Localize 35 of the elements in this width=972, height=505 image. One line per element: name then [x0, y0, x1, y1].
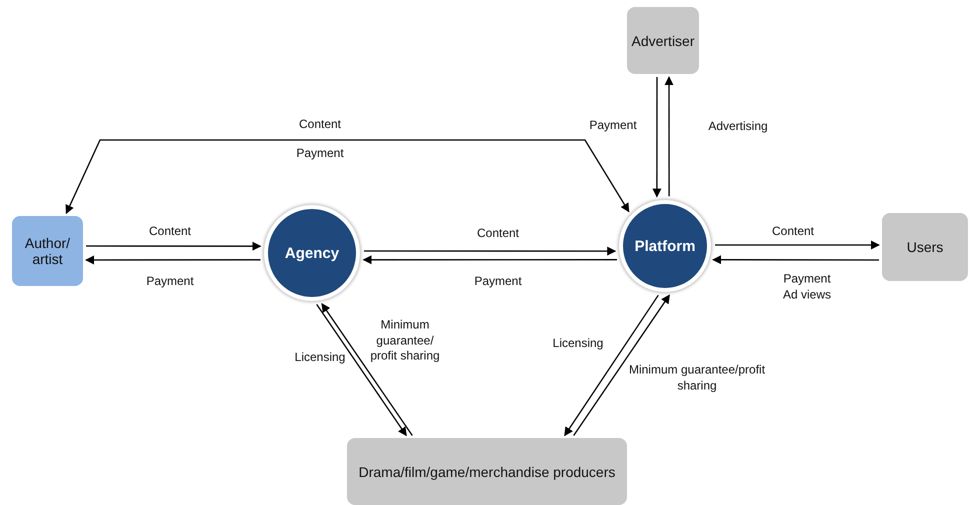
edge-label: Content: [476, 226, 520, 242]
entity-box: [12, 216, 83, 286]
arrow: [715, 240, 880, 250]
edge-label: Content: [148, 224, 192, 240]
edge-label: Licensing: [552, 336, 604, 352]
edge-label: Payment: [473, 274, 523, 290]
entity-box: [627, 7, 699, 74]
arrow: [564, 294, 659, 436]
node-label: Author/ artist: [24, 235, 72, 267]
node-label: Advertiser: [630, 32, 696, 48]
edge-label: Payment Ad views: [782, 271, 832, 303]
arrow: [573, 294, 670, 436]
edge-label: Minimum guarantee/ profit sharing: [369, 318, 441, 364]
arrow: [85, 256, 260, 264]
arrow: [712, 255, 879, 264]
node-label: Drama/film/game/merchandise producers: [358, 464, 616, 480]
node-label: Users: [906, 239, 944, 255]
arrow: [86, 242, 262, 251]
edge-label: Payment: [588, 118, 638, 134]
edge-label: Minimum guarantee/profit sharing: [628, 362, 766, 394]
arrow: [364, 246, 616, 256]
flow-label: Payment: [295, 146, 345, 162]
node-label: Platform: [634, 238, 696, 254]
arrow: [66, 139, 630, 214]
entity-box: [882, 213, 968, 281]
arrow: [652, 77, 662, 198]
edge-label: Advertising: [707, 119, 769, 135]
entity-box: [347, 438, 627, 505]
arrow: [664, 76, 674, 196]
edge-label: Content: [298, 117, 342, 133]
edge-label: Licensing: [294, 350, 346, 366]
arrow: [362, 255, 617, 264]
edge-label: Content: [770, 224, 816, 240]
node-label: Agency: [284, 244, 340, 262]
edge-label: Payment: [145, 274, 195, 290]
